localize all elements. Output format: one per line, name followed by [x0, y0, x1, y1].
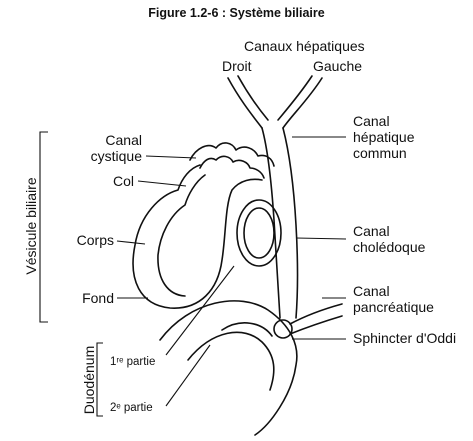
label-choledoque-1: Canal: [353, 223, 390, 239]
leader-col: [137, 180, 187, 187]
leader-partie1: [165, 265, 235, 356]
leader-cystic: [145, 155, 197, 159]
duodenum-section-outer: [236, 199, 282, 267]
label-hepatique-1: Canal: [353, 113, 390, 129]
label-duodenum: Duodénum: [81, 345, 97, 415]
gallbladder-outline: [132, 164, 263, 309]
duodenum-inner: [187, 331, 275, 391]
right-hepatic-duct-inner: [237, 75, 269, 121]
label-partie-2: 2ᵉ partie: [110, 402, 153, 414]
label-pancreatique-2: pancréatique: [353, 299, 434, 315]
label-droit: Droit: [222, 58, 252, 74]
label-hepatique-2: hépatique: [353, 129, 415, 145]
gallbladder-inner: [157, 174, 206, 297]
right-hepatic-duct: [227, 77, 263, 129]
leader-partie2: [165, 344, 211, 407]
duodenum-outer: [159, 300, 298, 436]
label-canaux-hepatiques: Canaux hépatiques: [244, 38, 365, 54]
duodenum-section-inner: [243, 207, 275, 259]
pancreatic-duct-upper: [289, 303, 343, 325]
pancreas-body: [221, 322, 273, 337]
common-hepatic-right-wall: [282, 127, 299, 319]
bracket-duodenum: [96, 342, 103, 417]
bracket-vesicule: [39, 131, 48, 323]
common-hepatic-left-wall: [261, 127, 281, 319]
label-canal-cystique-1: Canal: [105, 132, 142, 148]
label-sphincter: Sphincter d'Oddi: [353, 330, 457, 346]
label-gauche: Gauche: [313, 58, 363, 74]
left-hepatic-duct: [282, 77, 323, 129]
label-pancreatique-1: Canal: [353, 283, 390, 299]
label-canal-cystique-2: cystique: [90, 148, 142, 164]
cystic-duct-inner: [199, 155, 265, 179]
label-vesicule-biliaire: Vésicule biliaire: [23, 177, 39, 275]
pancreatic-duct-lower: [289, 315, 343, 335]
sphincter-oddi: [273, 319, 293, 339]
label-hepatique-3: commun: [353, 145, 407, 161]
label-choledoque-2: cholédoque: [353, 239, 426, 255]
leader-choledoque: [295, 237, 347, 240]
label-fond: Fond: [82, 290, 114, 306]
left-hepatic-duct-inner: [277, 75, 313, 121]
figure-title: Figure 1.2-6 : Système biliaire: [148, 6, 325, 20]
label-partie-1: 1ʳᵉ partie: [110, 356, 156, 368]
label-corps: Corps: [76, 232, 114, 248]
label-col: Col: [112, 173, 134, 189]
leader-corps: [116, 240, 146, 245]
cystic-duct-outer: [189, 142, 275, 167]
